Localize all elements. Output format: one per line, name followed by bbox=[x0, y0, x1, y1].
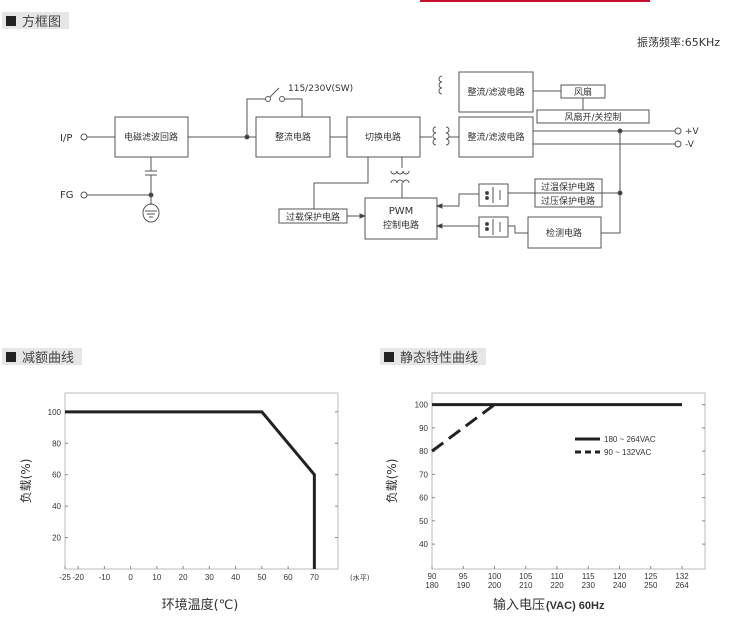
y-tick-label: 50 bbox=[419, 517, 428, 526]
y-tick-label: 100 bbox=[415, 401, 429, 410]
y-tick-label: 90 bbox=[419, 424, 428, 433]
x-tick-label: -25 bbox=[59, 573, 71, 582]
y-tick-label: 80 bbox=[419, 447, 428, 456]
y-axis-label: 负载(%) bbox=[19, 459, 33, 504]
emi-filter-label: 电磁滤波回路 bbox=[124, 131, 178, 143]
pwm-control-label: 控制电路 bbox=[383, 219, 419, 231]
fan-label: 风扇 bbox=[574, 86, 592, 98]
section-title: 减额曲线 bbox=[22, 351, 75, 366]
detection-label: 检测电路 bbox=[546, 227, 582, 239]
x-tick-label: -20 bbox=[72, 573, 84, 582]
x-axis-label: 输入电压 bbox=[493, 597, 545, 613]
x-tick-label-top: 115 bbox=[582, 572, 595, 581]
x-tick-label-top: 90 bbox=[428, 572, 437, 581]
switching-label: 切换电路 bbox=[365, 131, 401, 143]
fg-label: FG bbox=[60, 190, 74, 201]
rect-filter-top-label: 整流/滤波电路 bbox=[467, 86, 524, 98]
x-axis-label: 环境温度(℃) bbox=[162, 597, 239, 613]
oscillation-frequency: 振荡频率:65KHz bbox=[637, 36, 720, 49]
y-tick-label: 20 bbox=[52, 534, 61, 543]
plus-v-terminal bbox=[674, 127, 682, 135]
overload-label: 过载保护电路 bbox=[286, 211, 340, 223]
x-tick-label-bottom: 180 bbox=[425, 581, 439, 590]
series-line-derating bbox=[65, 410, 316, 569]
y-tick-label: 60 bbox=[419, 494, 428, 503]
transformer-icon bbox=[420, 75, 459, 146]
capacitor-icon bbox=[145, 157, 157, 205]
x-tick-label-bottom: 220 bbox=[550, 581, 564, 590]
over-voltage-label: 过压保护电路 bbox=[541, 195, 595, 207]
x-tick-label-bottom: 200 bbox=[488, 581, 502, 590]
pwm-box bbox=[364, 197, 438, 240]
rectifier-label: 整流电路 bbox=[275, 131, 311, 143]
optocoupler-icon bbox=[478, 183, 509, 207]
over-temp-label: 过温保护电路 bbox=[541, 181, 595, 193]
x-tick-label-bottom: 230 bbox=[582, 581, 596, 590]
x-tick-label-top: 132 bbox=[675, 572, 689, 581]
x-tick-label: 60 bbox=[284, 573, 293, 582]
x-tick-label: 10 bbox=[152, 573, 161, 582]
x-tick-label-top: 125 bbox=[644, 572, 658, 581]
fan-control-label: 风扇开/关控制 bbox=[564, 111, 621, 123]
y-tick-label: 40 bbox=[419, 540, 428, 549]
x-tick-label-bottom: 210 bbox=[519, 581, 533, 590]
x-tick-label: 40 bbox=[231, 573, 240, 582]
pwm-label: PWM bbox=[389, 206, 414, 217]
switch-label: 115/230V(SW) bbox=[288, 84, 353, 94]
section-header-block-diagram: 方框图 bbox=[2, 12, 70, 30]
legend-label: 90 ~ 132VAC bbox=[604, 448, 651, 457]
x-tick-label-bottom: 264 bbox=[675, 581, 689, 590]
x-tick-label: 20 bbox=[179, 573, 188, 582]
x-tick-label-top: 100 bbox=[488, 572, 502, 581]
x-tick-label-top: 105 bbox=[519, 572, 533, 581]
ip-label: I/P bbox=[60, 133, 72, 144]
detection-box bbox=[527, 216, 602, 249]
x-tick-label: 30 bbox=[205, 573, 214, 582]
y-tick-label: 80 bbox=[52, 439, 61, 448]
x-unit-note: (水平) bbox=[350, 573, 370, 582]
y-tick-label: 60 bbox=[52, 471, 61, 480]
x-tick-label: 50 bbox=[257, 573, 266, 582]
section-header-static: 静态特性曲线 bbox=[380, 348, 487, 366]
plot-frame bbox=[64, 392, 339, 570]
square-bullet-icon bbox=[384, 351, 394, 362]
plus-v-label: +V bbox=[685, 127, 700, 137]
pwm-transformer-icon bbox=[390, 157, 410, 198]
x-tick-label: 0 bbox=[128, 573, 133, 582]
x-tick-label-bottom: 250 bbox=[644, 581, 658, 590]
y-tick-label: 40 bbox=[52, 502, 61, 511]
y-tick-label: 70 bbox=[419, 470, 428, 479]
optocoupler-icon bbox=[478, 216, 509, 238]
x-tick-label-top: 95 bbox=[459, 572, 468, 581]
section-header-derating: 减额曲线 bbox=[2, 348, 83, 366]
top-accent-line bbox=[420, 0, 650, 2]
y-axis-label: 负载(%) bbox=[385, 459, 399, 504]
x-axis-label-suffix: (VAC) 60Hz bbox=[546, 600, 605, 612]
section-title: 方框图 bbox=[22, 15, 62, 30]
x-tick-label: -10 bbox=[99, 573, 111, 582]
square-bullet-icon bbox=[6, 15, 16, 26]
x-tick-label-bottom: 240 bbox=[613, 581, 627, 590]
fan-control-box bbox=[536, 109, 650, 124]
section-title: 静态特性曲线 bbox=[400, 351, 479, 366]
y-tick-label: 100 bbox=[48, 408, 62, 417]
legend-label: 180 ~ 264VAC bbox=[604, 435, 656, 444]
ground-icon bbox=[142, 203, 160, 223]
minus-v-terminal bbox=[674, 140, 682, 148]
plot-frame bbox=[431, 392, 706, 570]
x-tick-label: 70 bbox=[310, 573, 319, 582]
x-tick-label-top: 120 bbox=[613, 572, 627, 581]
rect-filter-top-box bbox=[458, 71, 534, 113]
x-tick-label-top: 110 bbox=[551, 572, 564, 581]
series-line bbox=[431, 403, 496, 453]
square-bullet-icon bbox=[6, 351, 16, 362]
rect-filter-main-box bbox=[458, 116, 534, 158]
x-tick-label-bottom: 190 bbox=[457, 581, 471, 590]
rect-filter-main-label: 整流/滤波电路 bbox=[467, 131, 524, 143]
minus-v-label: -V bbox=[685, 140, 695, 150]
